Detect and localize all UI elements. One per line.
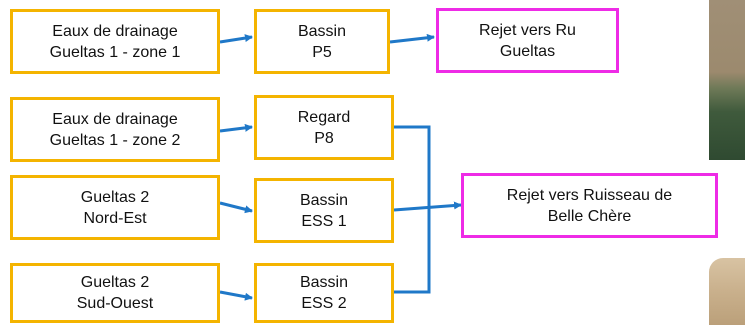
- arrow-so-to-ess2: [219, 290, 253, 301]
- node-gueltas2-ne-line1: Gueltas 2: [80, 188, 150, 206]
- node-gueltas2-so-line2: Sud-Ouest: [76, 295, 154, 312]
- arrow-zone1-to-p5: [219, 34, 253, 44]
- node-bassin-ess1-line2: ESS 1: [301, 212, 347, 230]
- connector-p8-to-ruisseau: [394, 125, 431, 207]
- node-gueltas2-so-line1: Gueltas 2: [80, 274, 150, 291]
- aerial-photo-fragment-top: [709, 0, 745, 160]
- node-gueltas2-ne: Gueltas 2 Nord-Est: [10, 175, 220, 240]
- node-rejet-ruisseau-line1: Rejet vers Ruisseau de: [506, 186, 673, 204]
- node-regard-p8-line1: Regard: [297, 108, 351, 126]
- arrow-p5-to-ru: [389, 33, 435, 44]
- node-rejet-ruisseau: Rejet vers Ruisseau de Belle Chère: [461, 173, 718, 238]
- node-rejet-ru-line1: Rejet vers Ru: [479, 21, 576, 39]
- node-rejet-ru-line2: Gueltas: [499, 42, 556, 60]
- arrow-ess1-to-ruisseau: [393, 201, 462, 212]
- connector-ess2-to-ruisseau: [394, 207, 431, 294]
- aerial-photo-fragment-bottom: [709, 258, 745, 325]
- node-regard-p8-line2: P8: [314, 129, 334, 147]
- node-drainage-zone2: Eaux de drainage Gueltas 1 - zone 2: [10, 97, 220, 162]
- node-bassin-p5-line1: Bassin: [297, 22, 347, 40]
- node-bassin-ess1: Bassin ESS 1: [254, 178, 394, 243]
- node-bassin-ess2: Bassin ESS 2: [254, 263, 394, 323]
- node-bassin-p5-line2: P5: [312, 43, 332, 61]
- arrow-ne-to-ess1: [219, 201, 253, 214]
- node-bassin-ess2-line1: Bassin: [299, 274, 349, 291]
- node-drainage-zone1-line2: Gueltas 1 - zone 1: [49, 43, 181, 61]
- node-rejet-ru: Rejet vers Ru Gueltas: [436, 8, 619, 73]
- node-bassin-ess1-line1: Bassin: [299, 191, 349, 209]
- node-drainage-zone2-line2: Gueltas 1 - zone 2: [49, 131, 181, 149]
- node-gueltas2-ne-line2: Nord-Est: [83, 209, 147, 227]
- node-drainage-zone1-line1: Eaux de drainage: [52, 22, 178, 40]
- node-bassin-p5: Bassin P5: [254, 9, 390, 74]
- node-gueltas2-so: Gueltas 2 Sud-Ouest: [10, 263, 220, 323]
- node-regard-p8: Regard P8: [254, 95, 394, 160]
- arrow-zone2-to-p8: [219, 123, 253, 133]
- node-bassin-ess2-line2: ESS 2: [301, 295, 347, 312]
- node-rejet-ruisseau-line2: Belle Chère: [547, 207, 632, 225]
- node-drainage-zone2-line1: Eaux de drainage: [52, 110, 178, 128]
- node-drainage-zone1: Eaux de drainage Gueltas 1 - zone 1: [10, 9, 220, 74]
